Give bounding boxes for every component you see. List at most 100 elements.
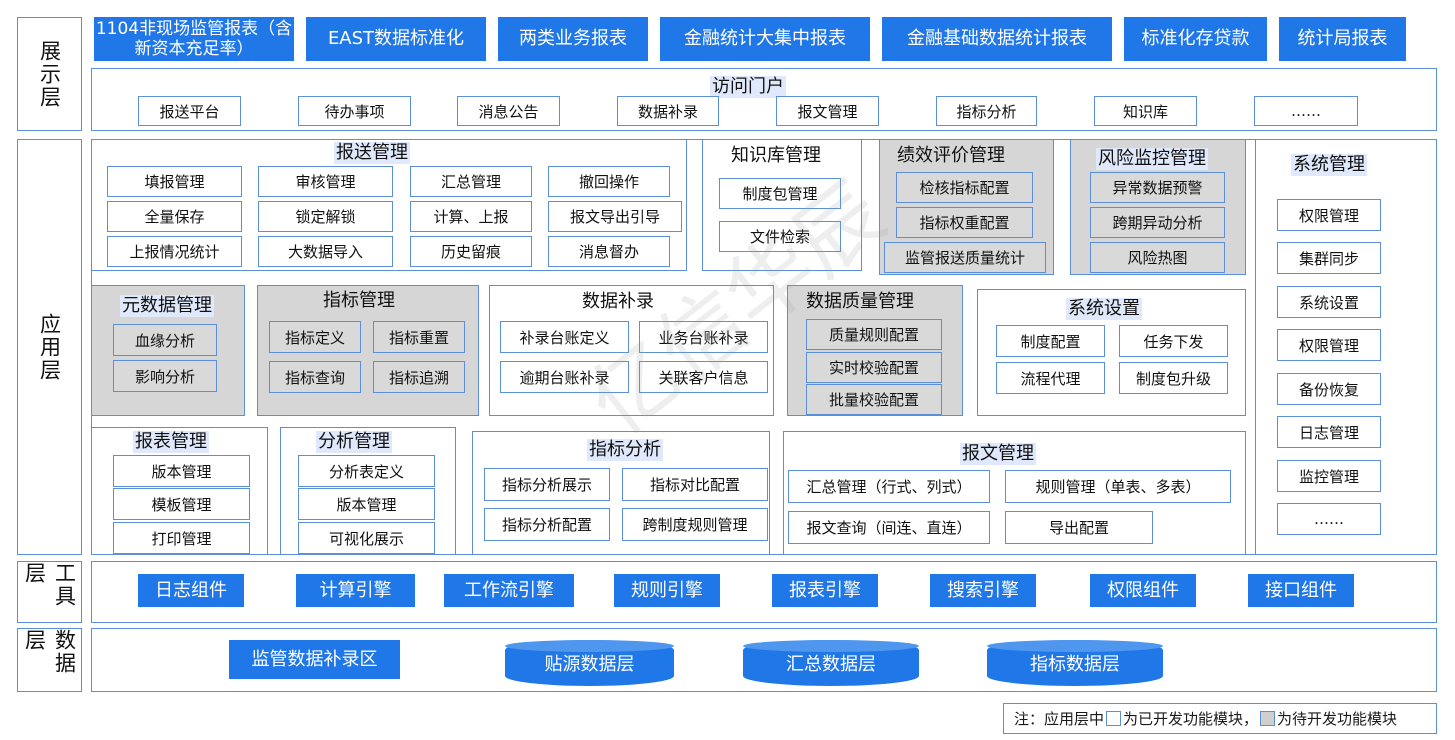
settings-item[interactable]: 任务下发 bbox=[1119, 325, 1228, 357]
system-mgmt-item[interactable]: 备份恢复 bbox=[1277, 373, 1381, 405]
tool-component[interactable]: 报表引擎 bbox=[772, 574, 878, 607]
tool-component[interactable]: 权限组件 bbox=[1090, 574, 1196, 607]
system-mgmt-item[interactable]: …… bbox=[1277, 503, 1381, 535]
module-title: 报文管理 bbox=[960, 443, 1036, 465]
module-title: 报送管理 bbox=[334, 142, 410, 164]
knowledge-item[interactable]: 文件检索 bbox=[719, 221, 841, 252]
report-table-item[interactable]: 打印管理 bbox=[113, 522, 250, 554]
supplement-item[interactable]: 关联客户信息 bbox=[639, 361, 768, 393]
tool-component[interactable]: 计算引擎 bbox=[296, 574, 415, 607]
analysis-item[interactable]: 可视化展示 bbox=[298, 522, 435, 554]
report-mgmt-item[interactable]: 全量保存 bbox=[107, 201, 242, 232]
tool-component[interactable]: 接口组件 bbox=[1248, 574, 1354, 607]
module-title: 知识库管理 bbox=[731, 145, 821, 166]
tools-frame bbox=[91, 561, 1437, 623]
portal-item[interactable]: 报文管理 bbox=[776, 96, 879, 126]
module-title: 系统管理 bbox=[1291, 154, 1367, 176]
indicator-mgmt-item[interactable]: 指标定义 bbox=[269, 321, 361, 353]
report-financial-stat[interactable]: 金融统计大集中报表 bbox=[660, 17, 870, 61]
report-mgmt-item[interactable]: 上报情况统计 bbox=[107, 236, 242, 267]
portal-item[interactable]: 报送平台 bbox=[138, 96, 241, 126]
metadata-item[interactable]: 影响分析 bbox=[113, 360, 217, 392]
system-mgmt-item[interactable]: 权限管理 bbox=[1277, 199, 1381, 231]
indicator-analysis-item[interactable]: 跨制度规则管理 bbox=[622, 508, 768, 541]
settings-item[interactable]: 制度配置 bbox=[996, 325, 1105, 357]
analysis-item[interactable]: 版本管理 bbox=[298, 488, 435, 520]
tool-component[interactable]: 日志组件 bbox=[138, 574, 244, 607]
knowledge-item[interactable]: 制度包管理 bbox=[719, 178, 841, 209]
settings-item[interactable]: 流程代理 bbox=[996, 362, 1105, 394]
tool-component[interactable]: 搜索引擎 bbox=[930, 574, 1036, 607]
message-mgmt-item[interactable]: 汇总管理（行式、列式） bbox=[788, 470, 990, 503]
report-mgmt-item[interactable]: 撤回操作 bbox=[548, 166, 670, 197]
report-mgmt-item[interactable]: 报文导出引导 bbox=[548, 201, 682, 232]
indicator-analysis-item[interactable]: 指标对比配置 bbox=[622, 468, 768, 501]
report-table-item[interactable]: 模板管理 bbox=[113, 488, 250, 520]
report-mgmt-item[interactable]: 大数据导入 bbox=[258, 236, 393, 267]
report-mgmt-item[interactable]: 审核管理 bbox=[258, 166, 393, 197]
quality-item[interactable]: 批量校验配置 bbox=[806, 384, 942, 415]
portal-item[interactable]: …… bbox=[1254, 96, 1358, 126]
risk-item[interactable]: 异常数据预警 bbox=[1090, 172, 1225, 203]
report-mgmt-item[interactable]: 历史留痕 bbox=[410, 236, 532, 267]
tool-component[interactable]: 工作流引擎 bbox=[444, 574, 574, 607]
system-mgmt-item[interactable]: 监控管理 bbox=[1277, 460, 1381, 492]
report-mgmt-item[interactable]: 汇总管理 bbox=[410, 166, 532, 197]
report-east[interactable]: EAST数据标准化 bbox=[306, 17, 486, 61]
system-mgmt-item[interactable]: 权限管理 bbox=[1277, 329, 1381, 361]
analysis-item[interactable]: 分析表定义 bbox=[298, 455, 435, 487]
data-store-cylinder[interactable]: 贴源数据层 bbox=[505, 640, 674, 686]
report-1104[interactable]: 1104非现场监管报表（含新资本充足率） bbox=[94, 17, 294, 61]
data-store-cylinder[interactable]: 汇总数据层 bbox=[743, 640, 919, 686]
layer-label-tools: 工具层 bbox=[17, 561, 82, 623]
report-mgmt-item[interactable]: 填报管理 bbox=[107, 166, 242, 197]
portal-item[interactable]: 待办事项 bbox=[298, 96, 411, 126]
quality-item[interactable]: 实时校验配置 bbox=[806, 352, 942, 383]
legend-developed-swatch bbox=[1106, 711, 1122, 726]
system-mgmt-item[interactable]: 集群同步 bbox=[1277, 242, 1381, 274]
performance-item[interactable]: 指标权重配置 bbox=[896, 207, 1033, 238]
message-mgmt-item[interactable]: 导出配置 bbox=[1005, 511, 1153, 544]
system-mgmt-item[interactable]: 系统设置 bbox=[1277, 286, 1381, 318]
risk-item[interactable]: 风险热图 bbox=[1090, 242, 1225, 273]
report-table-item[interactable]: 版本管理 bbox=[113, 455, 250, 487]
risk-item[interactable]: 跨期异动分析 bbox=[1090, 207, 1225, 238]
tool-component[interactable]: 规则引擎 bbox=[614, 574, 720, 607]
portal-item[interactable]: 指标分析 bbox=[936, 96, 1037, 126]
data-store-cylinder[interactable]: 指标数据层 bbox=[987, 640, 1163, 686]
module-title: 元数据管理 bbox=[120, 295, 214, 317]
indicator-analysis-item[interactable]: 指标分析配置 bbox=[484, 508, 610, 541]
indicator-mgmt-item[interactable]: 指标追溯 bbox=[373, 361, 465, 393]
layer-label-data: 数据层 bbox=[17, 628, 82, 692]
system-mgmt-item[interactable]: 日志管理 bbox=[1277, 416, 1381, 448]
settings-item[interactable]: 制度包升级 bbox=[1119, 362, 1228, 394]
indicator-mgmt-item[interactable]: 指标查询 bbox=[269, 361, 361, 393]
indicator-mgmt-item[interactable]: 指标重置 bbox=[373, 321, 465, 353]
portal-item[interactable]: 知识库 bbox=[1094, 96, 1197, 126]
module-title: 风险监控管理 bbox=[1096, 148, 1208, 170]
indicator-analysis-item[interactable]: 指标分析展示 bbox=[484, 468, 610, 501]
metadata-item[interactable]: 血缘分析 bbox=[113, 324, 217, 356]
portal-item[interactable]: 消息公告 bbox=[457, 96, 560, 126]
module-title: 指标管理 bbox=[323, 290, 395, 311]
supplement-item[interactable]: 补录台账定义 bbox=[500, 321, 629, 353]
performance-item[interactable]: 检核指标配置 bbox=[896, 172, 1033, 203]
report-statistics-bureau[interactable]: 统计局报表 bbox=[1279, 17, 1406, 61]
message-mgmt-item[interactable]: 规则管理（单表、多表） bbox=[1005, 470, 1231, 503]
performance-item[interactable]: 监管报送质量统计 bbox=[884, 242, 1046, 273]
data-zone[interactable]: 监管数据补录区 bbox=[229, 640, 400, 679]
supplement-item[interactable]: 业务台账补录 bbox=[639, 321, 768, 353]
report-financial-base[interactable]: 金融基础数据统计报表 bbox=[882, 17, 1112, 61]
portal-item[interactable]: 数据补录 bbox=[617, 96, 719, 126]
message-mgmt-item[interactable]: 报文查询（间连、直连） bbox=[788, 511, 990, 544]
report-mgmt-item[interactable]: 消息督办 bbox=[548, 236, 670, 267]
supplement-item[interactable]: 逾期台账补录 bbox=[500, 361, 629, 393]
report-deposit-loan[interactable]: 标准化存贷款 bbox=[1124, 17, 1267, 61]
legend-note: 注：应用层中 为已开发功能模块， 为待开发功能模块 bbox=[1003, 703, 1437, 734]
report-two-business[interactable]: 两类业务报表 bbox=[498, 17, 648, 61]
report-mgmt-item[interactable]: 锁定解锁 bbox=[258, 201, 393, 232]
legend-pending-swatch bbox=[1260, 711, 1276, 726]
quality-item[interactable]: 质量规则配置 bbox=[806, 319, 942, 350]
portal-title: 访问门户 bbox=[710, 76, 786, 98]
report-mgmt-item[interactable]: 计算、上报 bbox=[410, 201, 532, 232]
